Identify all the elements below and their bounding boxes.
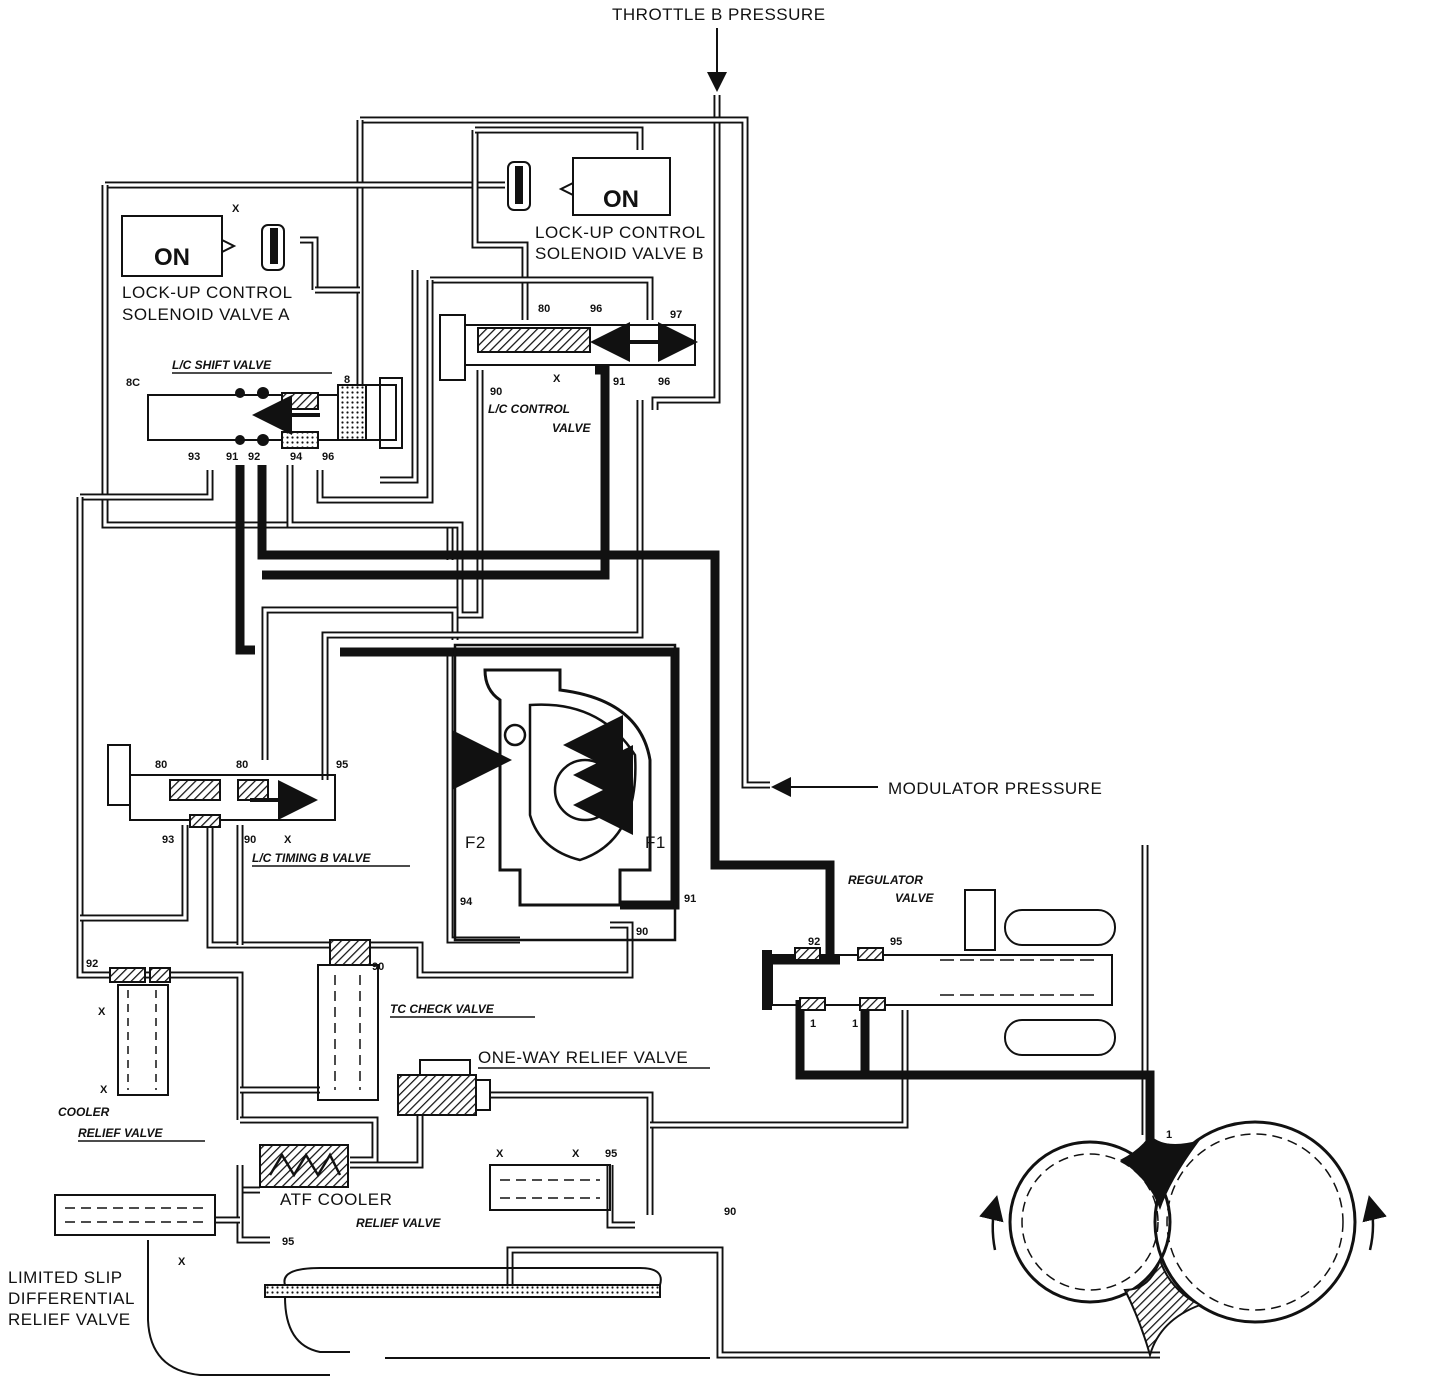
one-way-relief-valve: ONE-WAY RELIEF VALVE bbox=[397, 1048, 710, 1116]
port-92-regulator: 92 bbox=[808, 936, 820, 948]
oil-strainer bbox=[147, 1240, 710, 1376]
port-1-regulator: 1 bbox=[810, 1018, 816, 1030]
lc-timing-label: L/C TIMING B VALVE bbox=[252, 851, 371, 865]
port-93-shift: 93 bbox=[188, 451, 200, 463]
lc-shift-valve-label: L/C SHIFT VALVE bbox=[172, 358, 272, 372]
port-x-lsd: X bbox=[178, 1256, 186, 1268]
port-90-converter: 90 bbox=[636, 926, 648, 938]
regulator-label-line1: REGULATOR bbox=[848, 873, 923, 887]
port-91-control: 91 bbox=[613, 376, 625, 388]
port-96-shift: 96 bbox=[322, 451, 334, 463]
port-95-timing: 95 bbox=[336, 759, 348, 771]
port-95-relief: 95 bbox=[605, 1148, 617, 1160]
lockup-solenoid-valve-a: ON X LOCK-UP CONTROL SOLENOID VALVE A bbox=[121, 203, 293, 324]
solenoid-b-plunger bbox=[507, 161, 531, 211]
lc-shift-valve: L/C SHIFT VALVE 8C 8 93 91 92 94 96 bbox=[126, 358, 403, 463]
lsd-label-line1: LIMITED SLIP bbox=[8, 1268, 123, 1287]
port-80-control: 80 bbox=[538, 303, 550, 315]
cooler-relief-label-line1: COOLER bbox=[58, 1105, 110, 1119]
solenoid-b-label-line2: SOLENOID VALVE B bbox=[535, 244, 704, 263]
torque-converter: F2 F1 94 91 90 bbox=[452, 643, 696, 942]
port-1-regulator-b: 1 bbox=[852, 1018, 858, 1030]
lc-control-label-line1: L/C CONTROL bbox=[488, 402, 570, 416]
port-x-relief-1: X bbox=[496, 1148, 504, 1160]
port-92-cooler: 92 bbox=[86, 958, 98, 970]
solenoid-b-state: ON bbox=[603, 186, 639, 213]
solenoid-b-label-line1: LOCK-UP CONTROL bbox=[535, 223, 706, 242]
port-95-regulator: 95 bbox=[890, 936, 902, 948]
port-8: 8 bbox=[344, 374, 350, 386]
throttle-b-pressure-label: THROTTLE B PRESSURE bbox=[612, 5, 826, 24]
port-95-atf: 95 bbox=[282, 1236, 294, 1248]
lsd-label-line2: DIFFERENTIAL bbox=[8, 1289, 135, 1308]
port-91-shift: 91 bbox=[226, 451, 238, 463]
port-97: 97 bbox=[670, 309, 682, 321]
atf-cooler-label: ATF COOLER bbox=[280, 1190, 392, 1209]
lc-timing-b-valve: 80 80 95 93 90 X L/C TIMING B VALVE bbox=[107, 744, 410, 867]
lsd-relief-valve: X LIMITED SLIP DIFFERENTIAL RELIEF VALVE bbox=[8, 1194, 216, 1329]
oil-pump: 1 bbox=[979, 1120, 1387, 1359]
port-94-shift: 94 bbox=[290, 451, 303, 463]
lc-control-label-line2: VALVE bbox=[552, 421, 591, 435]
regulator-valve: REGULATOR VALVE 92 95 1 1 bbox=[762, 873, 1116, 1056]
port-x-relief-2: X bbox=[572, 1148, 580, 1160]
port-90-timing: 90 bbox=[244, 834, 256, 846]
port-80-timing: 80 bbox=[155, 759, 167, 771]
solenoid-a-plunger bbox=[261, 224, 285, 271]
port-96-control-b: 96 bbox=[658, 376, 670, 388]
port-90-control: 90 bbox=[490, 386, 502, 398]
tc-check-valve: 90 TC CHECK VALVE bbox=[317, 939, 535, 1101]
port-90-tc: 90 bbox=[372, 961, 384, 973]
port-1-pump: 1 bbox=[1166, 1129, 1172, 1141]
atf-cooler: ATF COOLER 95 bbox=[259, 1144, 392, 1248]
tc-check-label: TC CHECK VALVE bbox=[390, 1002, 495, 1016]
port-90-relief: 90 bbox=[724, 1206, 736, 1218]
port-solenoid-a-x: X bbox=[232, 203, 240, 215]
port-94-converter: 94 bbox=[460, 896, 473, 908]
pressure-inputs: THROTTLE B PRESSURE MODULATOR PRESSURE bbox=[612, 5, 1102, 798]
solenoid-a-state: ON bbox=[154, 244, 190, 271]
solenoid-a-label-line1: LOCK-UP CONTROL bbox=[122, 283, 293, 302]
port-x-control: X bbox=[553, 373, 561, 385]
cooler-relief-label-line2: RELIEF VALVE bbox=[78, 1126, 163, 1140]
port-8c: 8C bbox=[126, 377, 140, 389]
lockup-solenoid-valve-b: ON LOCK-UP CONTROL SOLENOID VALVE B bbox=[507, 157, 706, 263]
port-93-timing: 93 bbox=[162, 834, 174, 846]
port-x-cooler-1: X bbox=[98, 1006, 106, 1018]
one-way-relief-label: ONE-WAY RELIEF VALVE bbox=[478, 1048, 688, 1067]
port-91-converter: 91 bbox=[684, 893, 696, 905]
port-x-timing: X bbox=[284, 834, 292, 846]
solenoid-a-label-line2: SOLENOID VALVE A bbox=[122, 305, 290, 324]
f2-label: F2 bbox=[465, 833, 486, 852]
relief-valve-label: RELIEF VALVE bbox=[356, 1216, 441, 1230]
port-x-cooler-2: X bbox=[100, 1084, 108, 1096]
cooler-relief-valve: 92 X X COOLER RELIEF VALVE bbox=[58, 958, 205, 1142]
line-pressure-passages bbox=[235, 365, 1155, 1150]
port-80-timing-b: 80 bbox=[236, 759, 248, 771]
lc-control-valve: 80 96 97 90 X 91 96 L/C CONTROL VALVE bbox=[439, 303, 698, 435]
relief-valve: X X 95 90 RELIEF VALVE bbox=[356, 1148, 736, 1230]
lsd-label-line3: RELIEF VALVE bbox=[8, 1310, 131, 1329]
f1-label: F1 bbox=[645, 833, 666, 852]
port-92-shift: 92 bbox=[248, 451, 260, 463]
modulator-pressure-label: MODULATOR PRESSURE bbox=[888, 779, 1102, 798]
port-96-control: 96 bbox=[590, 303, 602, 315]
regulator-label-line2: VALVE bbox=[895, 891, 934, 905]
